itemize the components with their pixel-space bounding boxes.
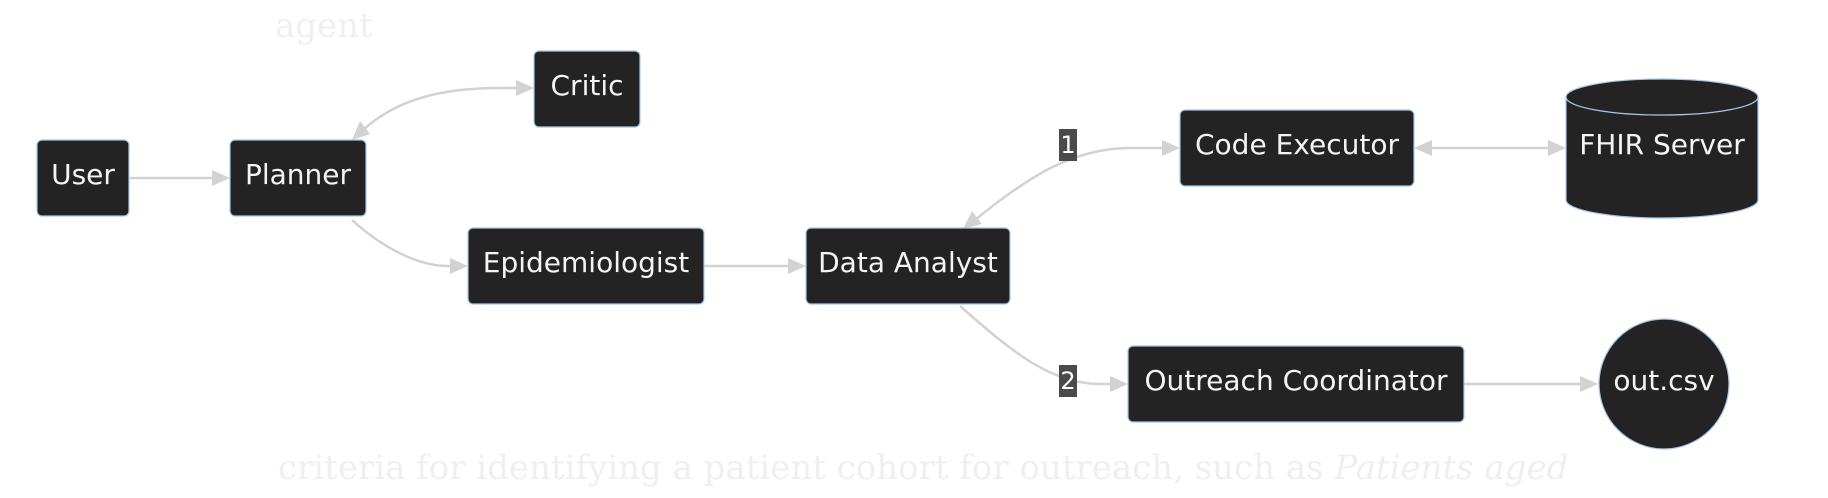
- arrowhead-codeexecutor-fhir-start: [1414, 140, 1432, 156]
- arrowhead-planner-critic-start: [352, 121, 370, 140]
- node-fhir-server-label: FHIR Server: [1579, 128, 1745, 161]
- node-code-executor-label: Code Executor: [1195, 128, 1399, 161]
- edges: [130, 80, 1598, 392]
- node-user-label: User: [51, 158, 115, 191]
- arrowhead-user-planner: [212, 170, 230, 186]
- edge-label-2-text: 2: [1060, 367, 1075, 395]
- background-text-top: agent: [275, 6, 373, 46]
- node-outreach-coordinator-label: Outreach Coordinator: [1145, 364, 1448, 397]
- node-planner[interactable]: Planner: [229, 139, 367, 217]
- node-planner-box: [229, 139, 367, 217]
- node-fhir-server-rim: [1565, 96, 1759, 116]
- node-outreach-coordinator-box: [1127, 345, 1465, 423]
- node-critic[interactable]: Critic: [533, 50, 641, 128]
- node-data-analyst[interactable]: Data Analyst: [805, 227, 1011, 305]
- arrowhead-codeexecutor-fhir-end: [1548, 140, 1566, 156]
- arrowhead-dataanalyst-codeexecutor-start: [963, 211, 982, 229]
- background-text-bottom-italic: Patients aged: [1334, 448, 1569, 488]
- node-out-csv[interactable]: out.csv: [1598, 318, 1730, 450]
- arrowhead-dataanalyst-outreach: [1110, 376, 1128, 392]
- edge-dataanalyst-codeexecutor: [974, 146, 1162, 221]
- node-fhir-server[interactable]: FHIR Server: [1565, 78, 1759, 219]
- node-epidemiologist-box: [467, 227, 705, 305]
- node-out-csv-circle: [1598, 318, 1730, 450]
- edge-label-1: 1: [1059, 129, 1077, 161]
- node-epidemiologist[interactable]: Epidemiologist: [467, 227, 705, 305]
- node-code-executor[interactable]: Code Executor: [1179, 109, 1415, 187]
- arrowhead-planner-critic-end: [516, 80, 534, 96]
- node-code-executor-box: [1179, 109, 1415, 187]
- edge-dataanalyst-outreach: [959, 305, 1112, 386]
- node-fhir-server-cylinder: [1565, 78, 1759, 219]
- edge-planner-epidemiologist: [351, 219, 452, 268]
- background-text-bottom: criteria for identifying a patient cohor…: [278, 448, 1568, 488]
- node-planner-label: Planner: [245, 158, 352, 191]
- edge-label-2: 2: [1059, 365, 1077, 397]
- edge-planner-critic: [361, 86, 518, 132]
- node-critic-label: Critic: [551, 69, 624, 102]
- node-epidemiologist-label: Epidemiologist: [483, 246, 689, 279]
- edge-label-2-bg: [1059, 365, 1077, 397]
- node-data-analyst-box: [805, 227, 1011, 305]
- node-out-csv-label: out.csv: [1613, 364, 1714, 397]
- background-text-bottom-plain: criteria for identifying a patient cohor…: [278, 448, 1335, 488]
- node-user-box: [36, 139, 130, 217]
- arrowhead-dataanalyst-codeexecutor-end: [1162, 140, 1180, 156]
- node-user[interactable]: User: [36, 139, 130, 217]
- arrowhead-planner-epidemiologist: [450, 258, 468, 274]
- arrowhead-epidemiologist-dataanalyst: [788, 258, 806, 274]
- edge-label-1-text: 1: [1060, 131, 1075, 159]
- node-outreach-coordinator[interactable]: Outreach Coordinator: [1127, 345, 1465, 423]
- node-critic-box: [533, 50, 641, 128]
- edge-label-1-bg: [1059, 129, 1077, 161]
- arrowhead-outreach-outcsv: [1580, 376, 1598, 392]
- node-data-analyst-label: Data Analyst: [818, 246, 998, 279]
